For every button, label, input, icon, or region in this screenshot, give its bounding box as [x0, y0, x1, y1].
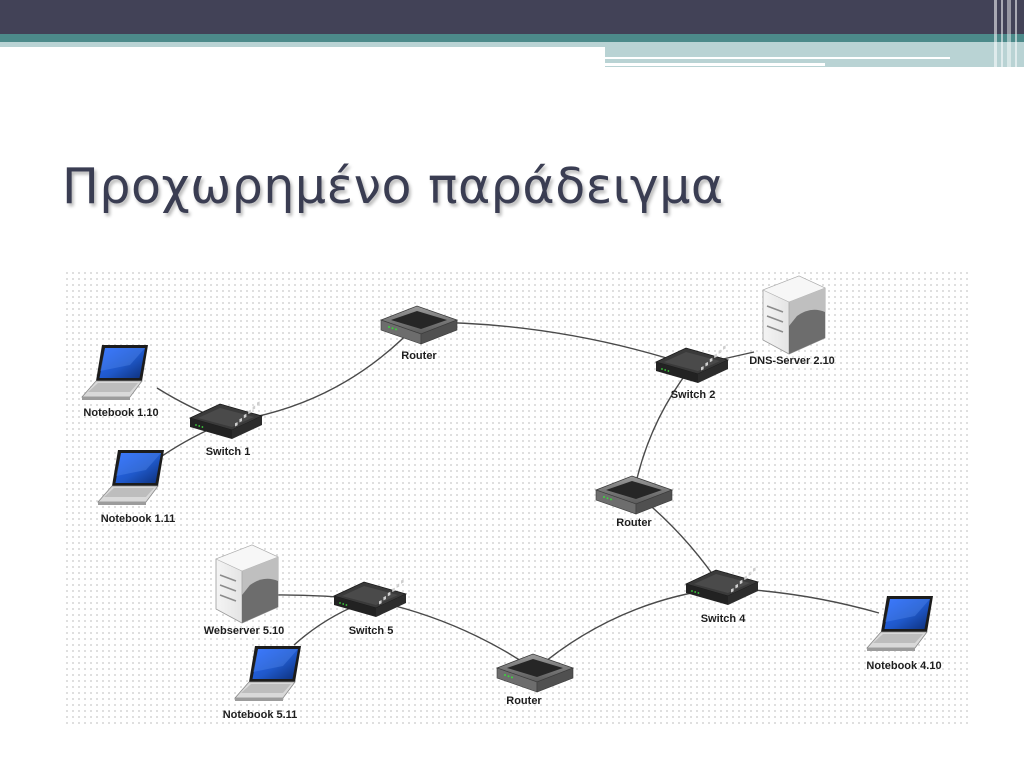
- notebook-1-11-label: Notebook 1.11: [100, 513, 176, 525]
- header-vertical-stripe: [1007, 0, 1011, 68]
- slide-title: Προχωρημένο παράδειγμα: [62, 158, 724, 215]
- switch-1-label: Switch 1: [205, 446, 251, 458]
- switch-5-label: Switch 5: [348, 625, 394, 637]
- header-vertical-stripe: [1001, 0, 1003, 68]
- server-icon: [215, 544, 279, 624]
- router-icon: [594, 475, 674, 515]
- network-diagram-canvas: [81, 275, 933, 701]
- router-bottom-label: Router: [506, 695, 542, 707]
- router-right-label: Router: [616, 517, 652, 529]
- router-icon: [379, 305, 459, 345]
- router-top-label: Router: [401, 350, 437, 362]
- header-vertical-stripe: [1015, 0, 1017, 68]
- laptop-icon: [97, 450, 164, 505]
- laptop-icon: [866, 596, 933, 651]
- switch-icon: [654, 345, 730, 383]
- header-right-block: [605, 42, 1024, 67]
- network-link-router-bottom-to-switch-5: [369, 599, 536, 671]
- header-teal-band: [0, 34, 1024, 42]
- notebook-4-10-label: Notebook 4.10: [866, 660, 942, 672]
- switch-icon: [684, 567, 760, 605]
- dns-server-2-10-label: DNS-Server 2.10: [749, 355, 835, 367]
- links-layer: [156, 321, 880, 671]
- switch-2-label: Switch 2: [670, 389, 716, 401]
- header-light-band: [0, 42, 605, 47]
- laptop-icon: [81, 345, 148, 400]
- network-link-switch-2-to-router-right: [633, 365, 693, 493]
- switch-4-label: Switch 4: [700, 613, 746, 625]
- switch-icon: [188, 401, 264, 439]
- header-white-stripe: [605, 63, 825, 66]
- laptop-icon: [234, 646, 301, 701]
- slide-header-bar: [0, 0, 1024, 68]
- router-icon: [495, 653, 575, 693]
- server-icon: [762, 275, 826, 355]
- notebook-1-10-label: Notebook 1.10: [83, 407, 159, 419]
- notebook-5-11-label: Notebook 5.11: [222, 709, 298, 721]
- nodes-layer: [81, 275, 933, 701]
- network-link-switch-4-to-router-bottom: [534, 587, 723, 671]
- network-link-router-top-to-switch-2: [418, 321, 693, 367]
- webserver-5-10-label: Webserver 5.10: [203, 625, 285, 637]
- header-dark-band: [0, 0, 1024, 34]
- header-vertical-stripe: [994, 0, 997, 68]
- switch-icon: [332, 579, 408, 617]
- header-white-stripe: [605, 57, 950, 59]
